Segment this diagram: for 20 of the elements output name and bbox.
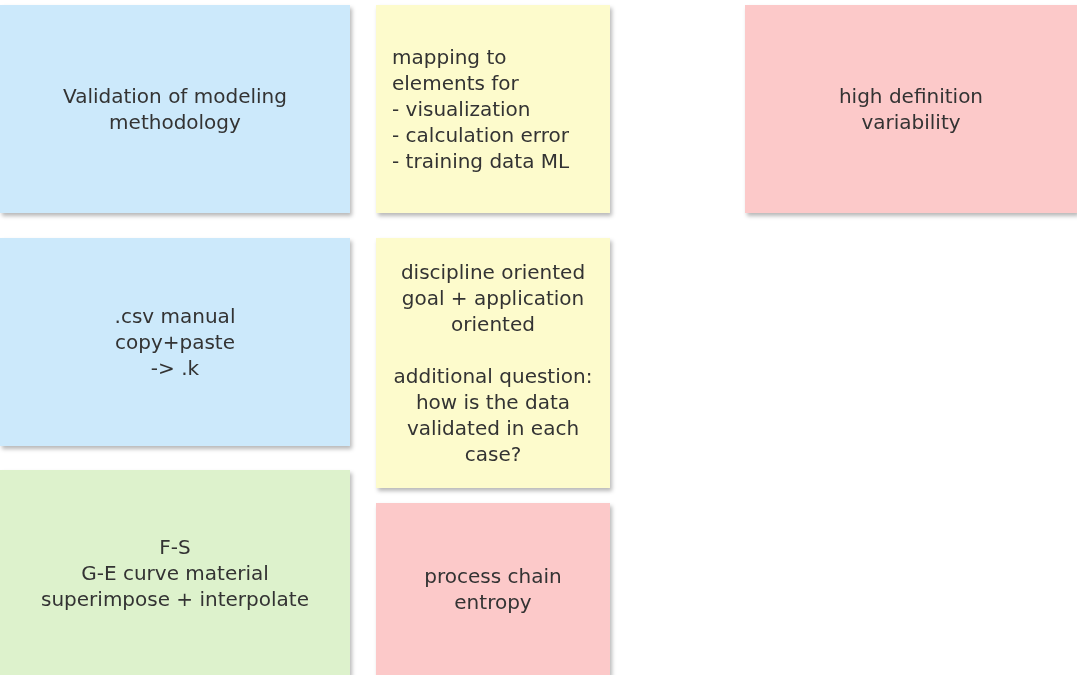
sticky-note xyxy=(376,5,610,213)
sticky-note xyxy=(376,503,610,675)
note-text: Validation of modeling methodology xyxy=(62,83,288,135)
sticky-note xyxy=(0,238,350,446)
note-text: mapping to elements for xyxy=(392,44,520,96)
note-text: high definition variability xyxy=(837,83,985,135)
note-text: superimpose + interpolate xyxy=(41,585,309,612)
note-text: - calculation error xyxy=(392,122,569,148)
note-text: - visualization xyxy=(392,96,531,122)
note-text: .csv manual copy+paste -> .k xyxy=(113,303,237,381)
sticky-note xyxy=(745,5,1077,213)
note-text: G-E curve material xyxy=(81,559,269,586)
note-text: additional question: how is the data validated in each case? xyxy=(392,363,594,467)
note-text: F-S xyxy=(159,533,191,560)
note-text: - training data ML xyxy=(392,148,570,174)
sticky-note xyxy=(0,470,350,675)
note-text: discipline oriented goal + application oriented xyxy=(399,259,587,337)
sticky-note xyxy=(0,5,350,213)
note-text: process chain entropy xyxy=(423,563,563,615)
sticky-note xyxy=(376,238,610,488)
